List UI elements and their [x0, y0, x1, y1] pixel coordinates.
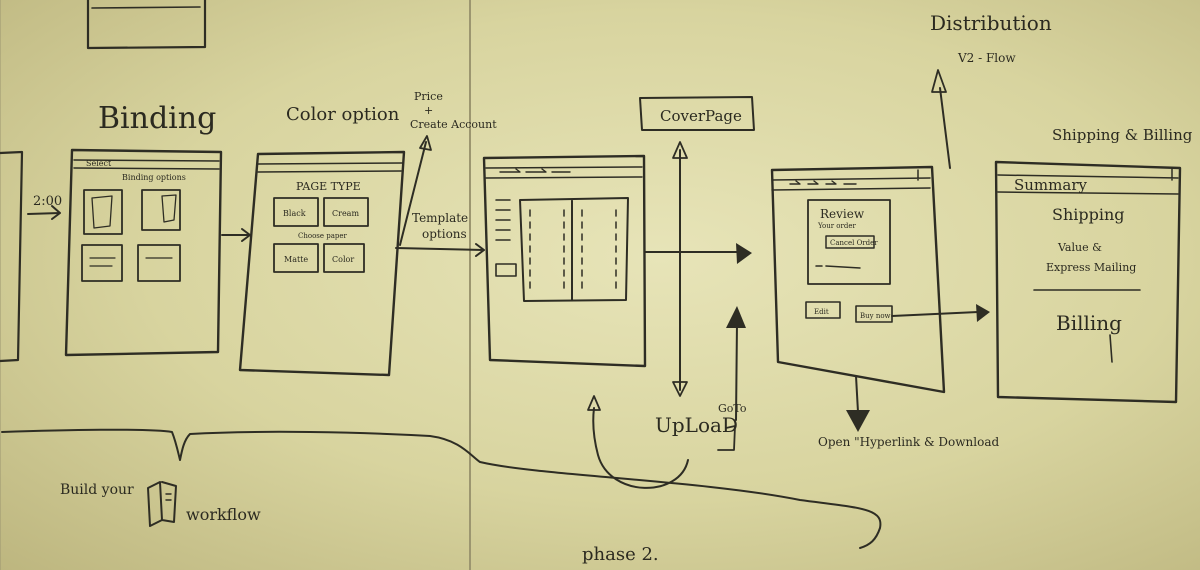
summary-shipping: Shipping	[1052, 205, 1125, 224]
cover-page-label: CoverPage	[660, 107, 742, 125]
upload-loop-arrow	[592, 407, 689, 489]
shipping-billing-label: Shipping & Billing	[1052, 126, 1193, 144]
price-plus: +	[424, 104, 433, 117]
page-type-option-label: Black	[283, 209, 306, 218]
page-type-option-label: Color	[332, 255, 354, 264]
review-subtitle: Your order	[817, 222, 856, 230]
cover-page-box	[639, 96, 755, 131]
review-edit-button	[805, 301, 841, 319]
page-type-option	[323, 243, 365, 273]
binding-option-box	[83, 189, 123, 235]
summary-value-line: Value &	[1057, 241, 1102, 254]
page-type-title: PAGE TYPE	[296, 180, 361, 193]
editor-side-button	[495, 263, 517, 277]
page-type-option	[323, 197, 369, 227]
build-workflow-prefix: Build your	[60, 482, 134, 498]
price-arrow	[399, 141, 427, 246]
color-option-frame	[238, 150, 406, 377]
editor-sidebar-lines	[495, 199, 511, 241]
review-cancel-button	[825, 235, 875, 249]
summary-title: Summary	[1014, 176, 1087, 194]
price-label: Price	[414, 90, 443, 103]
open-hyperlink-label: Open "Hyperlink & Download	[818, 435, 999, 449]
editor-frame	[482, 154, 647, 368]
review-buy-label: Buy now	[860, 312, 891, 320]
binding-label: Binding	[98, 101, 216, 136]
binding-frame	[64, 148, 223, 357]
template-arrow	[395, 243, 485, 257]
page-type-option	[273, 243, 319, 273]
left-step-label: 2:00	[33, 194, 62, 209]
workflow-brace	[1, 428, 882, 549]
build-workflow-suffix: workflow	[186, 505, 261, 524]
left-partial-frame	[0, 150, 24, 363]
editor-canvas	[519, 197, 629, 302]
review-card	[807, 199, 891, 285]
v2-flow-label: V2 - Flow	[957, 51, 1016, 65]
review-cancel-label: Cancel Order	[830, 239, 878, 247]
binding-option-box	[81, 244, 123, 282]
binding-option-box	[137, 244, 181, 282]
top-left-frame	[86, 0, 207, 50]
review-edit-label: Edit	[814, 308, 829, 316]
summary-frame	[994, 160, 1182, 404]
review-title: Review	[820, 207, 865, 221]
template-options-label: Template	[412, 211, 468, 225]
review-frame	[770, 165, 946, 394]
open-arrow	[855, 375, 859, 413]
page-type-option	[273, 197, 319, 227]
page-type-option-label: Cream	[332, 209, 359, 218]
review-buy-button	[855, 305, 893, 323]
color-option-label: Color option	[286, 104, 400, 125]
binding-frame-title: Select	[86, 159, 112, 168]
goto-label: GoTo	[718, 402, 747, 415]
binding-frame-subtitle: Binding options	[122, 173, 186, 182]
review-to-summary-arrow	[891, 311, 979, 317]
binding-option-box	[141, 189, 181, 231]
create-account-label: Create Account	[410, 118, 497, 131]
summary-value-line: Express Mailing	[1046, 261, 1136, 274]
page-type-option-label: Matte	[284, 255, 308, 264]
phase-label: phase 2.	[582, 544, 659, 565]
distribution-label: Distribution	[930, 11, 1052, 35]
summary-billing: Billing	[1056, 311, 1122, 335]
binding-to-color-arrow	[221, 228, 251, 242]
goto-arrow	[735, 321, 738, 421]
book-icon	[147, 481, 177, 527]
page-type-mid-label: Choose paper	[298, 232, 348, 240]
left-arrow	[27, 205, 61, 220]
distribution-arrow	[939, 87, 951, 169]
template-options-label: options	[422, 227, 467, 241]
upload-label: UpLoaD	[655, 413, 738, 437]
